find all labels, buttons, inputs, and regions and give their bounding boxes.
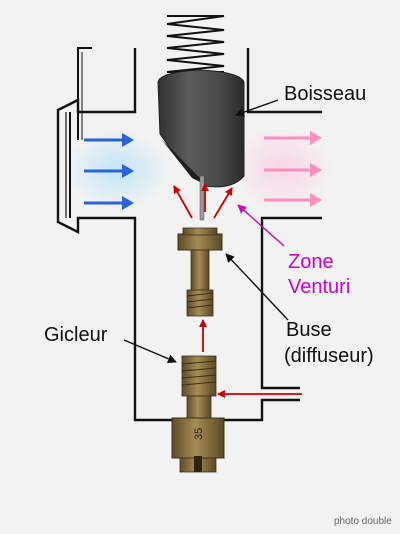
photo-credit: photo double: [334, 516, 392, 527]
label-buse-line2: (diffuseur): [284, 345, 374, 367]
gicleur-pointer: [123, 339, 177, 364]
coil-spring-icon: [166, 15, 225, 73]
intake-air-arrows: [84, 133, 134, 210]
needle-jet-icon: [177, 227, 223, 317]
fuel-flow-arrows: [173, 183, 302, 398]
intake-arrow-bottom: [84, 196, 134, 210]
buse-pointer: [225, 253, 289, 321]
intake-arrow-top: [84, 133, 134, 147]
throttle-slide-icon: [157, 69, 245, 188]
label-buse-line1: Buse: [286, 319, 332, 341]
label-gicleur: Gicleur: [44, 324, 108, 346]
outlet-mixture-arrows: [264, 131, 322, 207]
outlet-arrow-top: [264, 131, 322, 145]
outlet-arrow-middle: [264, 163, 322, 177]
pitot-tube-icon: [77, 47, 92, 140]
fuel-arrow-spray-right: [213, 187, 233, 219]
main-jet-icon: [171, 355, 225, 473]
label-zone-line2: Venturi: [288, 276, 350, 298]
label-boisseau: Boisseau: [284, 83, 366, 105]
needle-icon: [199, 175, 205, 221]
zone-venturi-pointer: [237, 204, 285, 247]
intake-arrow-middle: [84, 164, 134, 178]
outlet-mixture-mist: [230, 126, 334, 210]
boisseau-pointer: [235, 99, 279, 117]
fuel-arrow-spray-left: [173, 185, 193, 219]
label-zone-line1: Zone: [288, 251, 334, 273]
outlet-arrow-bottom: [264, 193, 322, 207]
jet-marking-35: 35: [193, 428, 205, 440]
